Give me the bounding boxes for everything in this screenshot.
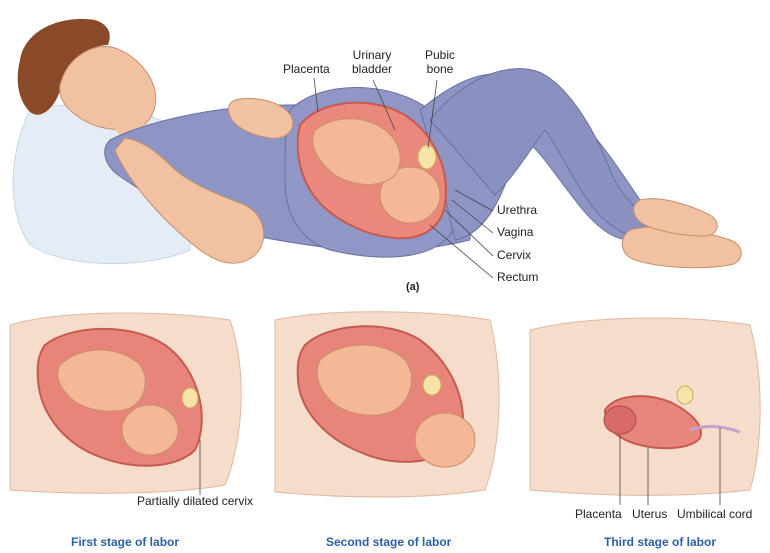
caption-third-stage: Third stage of labor <box>604 535 716 549</box>
stage1-fetus-head <box>122 405 178 455</box>
label-urinary-bladder: Urinary bladder <box>352 49 392 77</box>
label-stage3-umbilical-cord: Umbilical cord <box>677 508 752 522</box>
stage3-placenta <box>604 406 636 434</box>
label-urethra: Urethra <box>497 204 537 218</box>
label-pubic-bone: Pubic bone <box>425 49 455 77</box>
label-rectum: Rectum <box>497 271 538 285</box>
stage2-pubic-bone <box>423 375 441 395</box>
panel-letter: (a) <box>406 281 419 293</box>
label-cervix: Cervix <box>497 249 531 263</box>
stage2-figure <box>275 312 499 497</box>
stage3-pubic-bone <box>677 386 693 404</box>
stage3-figure <box>530 318 760 505</box>
label-partially-dilated-cervix: Partially dilated cervix <box>137 495 253 509</box>
label-stage3-placenta: Placenta <box>575 508 622 522</box>
caption-first-stage: First stage of labor <box>71 535 179 549</box>
stage1-figure <box>10 313 241 495</box>
stage1-pubic-bone <box>182 388 198 408</box>
pubic-bone-shape <box>418 145 436 169</box>
stage2-fetus-head <box>415 413 475 467</box>
label-placenta: Placenta <box>283 63 330 77</box>
label-vagina: Vagina <box>497 226 533 240</box>
label-stage3-uterus: Uterus <box>632 508 667 522</box>
caption-second-stage: Second stage of labor <box>326 535 451 549</box>
